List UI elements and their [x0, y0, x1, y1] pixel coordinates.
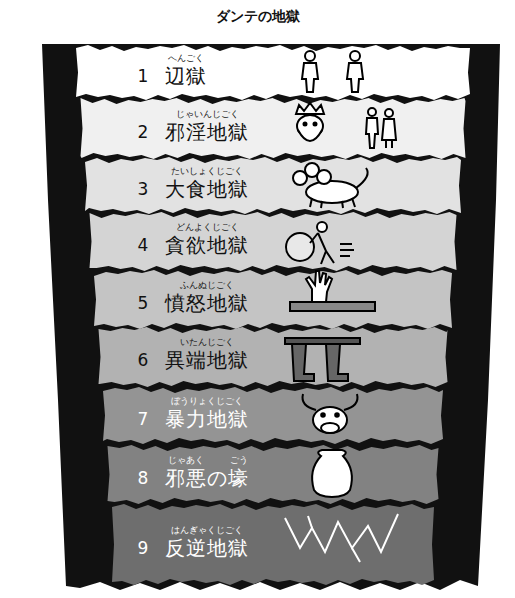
furigana: ごう — [230, 455, 248, 465]
circle-number: 8 — [138, 468, 149, 488]
circle-number: 9 — [138, 538, 149, 558]
ice-cracks — [285, 514, 398, 562]
hell-circle-band: 3 たいしょくじごく大食地獄 — [85, 160, 461, 211]
furigana: じゃあく — [168, 455, 204, 465]
greed-figure — [286, 222, 354, 264]
furigana: へんごく — [168, 53, 204, 63]
circle-number: 1 — [138, 66, 149, 86]
cerberus — [293, 163, 368, 208]
hell-circle-band: 2 じゃいんじごく邪淫地獄 — [81, 101, 466, 156]
furigana: ふんぬじごく — [180, 280, 234, 290]
band-shape — [103, 387, 443, 444]
furigana: はんぎゃくじごく — [171, 525, 243, 535]
band-shape — [94, 270, 452, 329]
lust-figures — [296, 103, 396, 148]
circle-name: 貪欲地獄 — [165, 233, 249, 257]
circle-name: 邪淫地獄 — [165, 120, 249, 144]
band-shape — [81, 98, 466, 159]
band-shape — [85, 157, 461, 214]
band-shape — [108, 445, 439, 504]
circle-number: 6 — [138, 350, 149, 370]
hell-circle-band: 8 じゃあく ごう邪悪の壕 — [108, 448, 439, 501]
limbo-figures — [302, 51, 363, 92]
circle-name: 邪悪の壕 — [165, 466, 249, 490]
furigana: たいしょくじごく — [171, 166, 243, 176]
circle-number: 5 — [138, 293, 149, 313]
circle-name: 憤怒地獄 — [165, 291, 249, 315]
circle-name: 辺獄 — [165, 64, 207, 88]
bull-head — [303, 394, 358, 433]
band-shape — [76, 45, 470, 100]
hell-circle-band: 6 いたんじごく異端地獄 — [99, 330, 448, 384]
hell-circle-band: 4 どんよくじごく貪欲地獄 — [90, 215, 457, 268]
wrath-hand — [290, 271, 375, 311]
hell-circle-band: 1 へんごく辺獄 — [76, 48, 470, 97]
diagram-title: ダンテの地獄 — [0, 8, 515, 26]
furigana: いたんじごく — [180, 337, 234, 347]
circle-number: 4 — [138, 235, 149, 255]
circle-number: 7 — [138, 409, 149, 429]
furigana: ぼうりょくじごく — [171, 396, 243, 406]
circle-number: 3 — [138, 179, 149, 199]
jar — [312, 450, 352, 497]
furigana: じゃいんじごく — [176, 109, 239, 119]
band-shape — [90, 212, 457, 271]
circle-name: 反逆地獄 — [165, 536, 249, 560]
circle-name: 暴力地獄 — [165, 407, 249, 431]
hell-circle-band: 5 ふんぬじごく憤怒地獄 — [94, 273, 452, 326]
circle-name: 大食地獄 — [165, 177, 249, 201]
band-layer — [76, 45, 470, 585]
pit-shape — [42, 44, 500, 590]
hell-circle-band: 7 ぼうりょくじごく暴力地獄 — [103, 390, 443, 441]
circle-number: 2 — [138, 122, 149, 142]
band-shape — [99, 327, 448, 387]
hell-circle-band: 9 はんぎゃくじごく反逆地獄 — [112, 507, 434, 582]
band-shape — [112, 504, 434, 585]
heresy-legs — [285, 338, 360, 381]
furigana: どんよくじごく — [176, 222, 239, 232]
circle-name: 異端地獄 — [165, 348, 249, 372]
